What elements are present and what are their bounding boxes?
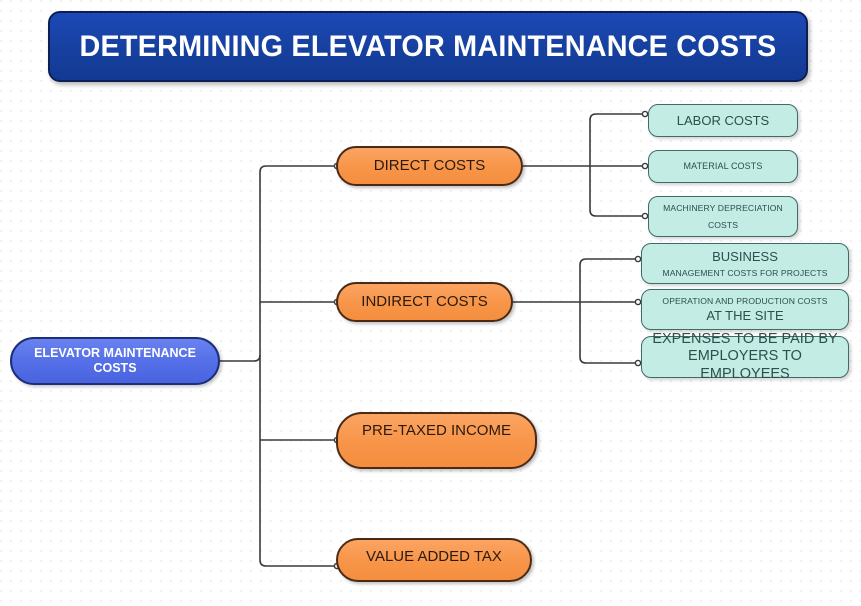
node-business-management-costs[interactable]: BUSINESS MANAGEMENT COSTS FOR PROJECTS [641, 243, 849, 284]
node-label-line: BUSINESS [712, 249, 778, 265]
node-indirect-costs[interactable]: INDIRECT COSTS [336, 282, 513, 322]
node-expenses-employers-to-employees[interactable]: EXPENSES TO BE PAID BY EMPLOYERS TO EMPL… [641, 331, 849, 382]
node-label-line: EMPLOYERS TO EMPLOYEES [688, 348, 802, 382]
connector-endpoint [634, 255, 642, 263]
connector-trunk-lower [259, 361, 336, 567]
connector-direct-down [589, 166, 644, 217]
connector-endpoint [634, 359, 642, 367]
node-label-line: EXPENSES TO BE PAID BY [652, 331, 838, 348]
node-label: DIRECT COSTS [373, 157, 486, 175]
connector-endpoint [641, 212, 649, 220]
connector-direct-up [589, 113, 644, 166]
node-label: PRE-TAXED INCOME [362, 422, 511, 439]
node-label-line: COSTS [707, 219, 739, 230]
node-label-line: MACHINERY DEPRECIATION [663, 203, 783, 214]
node-label-line: AT THE SITE [706, 307, 784, 323]
node-labor-costs[interactable]: LABOR COSTS [648, 104, 798, 137]
node-machinery-depreciation-costs[interactable]: MACHINERY DEPRECIATION COSTS [648, 196, 798, 237]
node-pre-taxed-income[interactable]: PRE-TAXED INCOME [336, 412, 537, 469]
node-label-line: OPERATION AND PRODUCTION COSTS [662, 295, 828, 306]
connector-trunk-upper [259, 165, 336, 361]
connector-root-trunk [220, 354, 261, 362]
diagram-title-text: DETERMINING ELEVATOR MAINTENANCE COSTS [79, 29, 777, 63]
connector-endpoint [634, 298, 642, 306]
node-label-line: LABOR COSTS [676, 112, 770, 128]
connector-endpoint [641, 162, 649, 170]
diagram-title-banner: DETERMINING ELEVATOR MAINTENANCE COSTS [48, 11, 808, 82]
node-label-line: MATERIAL COSTS [683, 161, 763, 172]
node-root-elevator-maintenance-costs[interactable]: ELEVATOR MAINTENANCE COSTS [10, 337, 220, 385]
node-operation-production-costs[interactable]: OPERATION AND PRODUCTION COSTS AT THE SI… [641, 289, 849, 330]
node-label: VALUE ADDED TAX [366, 548, 502, 565]
node-direct-costs[interactable]: DIRECT COSTS [336, 146, 523, 186]
node-material-costs[interactable]: MATERIAL COSTS [648, 150, 798, 183]
node-label-line: MANAGEMENT COSTS FOR PROJECTS [662, 267, 828, 278]
node-label: INDIRECT COSTS [361, 293, 488, 311]
node-label: ELEVATOR MAINTENANCE COSTS [34, 346, 196, 375]
connector-endpoint [641, 110, 649, 118]
connector-indirect-down [579, 302, 637, 364]
node-value-added-tax[interactable]: VALUE ADDED TAX [336, 538, 532, 582]
connector-indirect-up [579, 258, 637, 302]
